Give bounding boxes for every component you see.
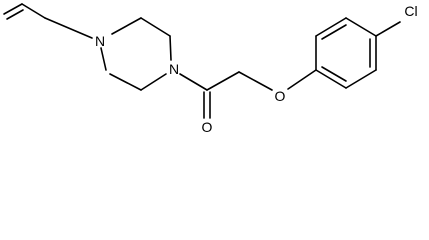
aryl-bond-6	[315, 69, 347, 89]
atom-o-carbonyl: O	[202, 119, 213, 135]
aryl-bond-5	[345, 69, 377, 89]
ring-bond-c2-c3	[140, 17, 171, 37]
piperazine-ring	[100, 17, 172, 91]
acetyl-linker	[179, 71, 273, 119]
atom-cl: Cl	[404, 3, 417, 19]
aryl-double-bond-c	[321, 66, 347, 82]
chlorophenyl-ring	[287, 17, 401, 90]
vinyl-double-bond-outer	[3, 3, 23, 15]
atom-labels: N N O O Cl	[95, 3, 418, 135]
ring-bond-c3-n4	[169, 35, 172, 61]
atom-n1: N	[95, 33, 105, 49]
vinyl-double-bond-inner	[6, 9, 24, 20]
chemical-structure: N N O O Cl	[3, 3, 418, 135]
allyl-group	[3, 3, 93, 39]
ring-bond-c6-n1	[100, 47, 107, 71]
ring-bond-n1-c2	[111, 17, 142, 35]
bond-carbonyl-ch2	[206, 71, 240, 91]
ring-bond-c5-c6	[109, 73, 142, 91]
atom-n2: N	[169, 61, 179, 77]
allyl-bond-2	[44, 17, 93, 39]
aryl-double-bond-a	[321, 24, 347, 40]
ring-bond-n4-c5	[140, 73, 167, 91]
bond-ether-o-aryl	[287, 69, 317, 90]
atom-o-ether: O	[275, 88, 286, 104]
aryl-bond-2	[315, 17, 347, 37]
bond-ch2-ether-o	[238, 71, 273, 91]
bond-aryl-cl	[375, 21, 401, 37]
aryl-bond-3	[345, 17, 377, 37]
allyl-bond-1	[21, 3, 46, 19]
bond-n4-carbonyl-c	[179, 73, 208, 91]
